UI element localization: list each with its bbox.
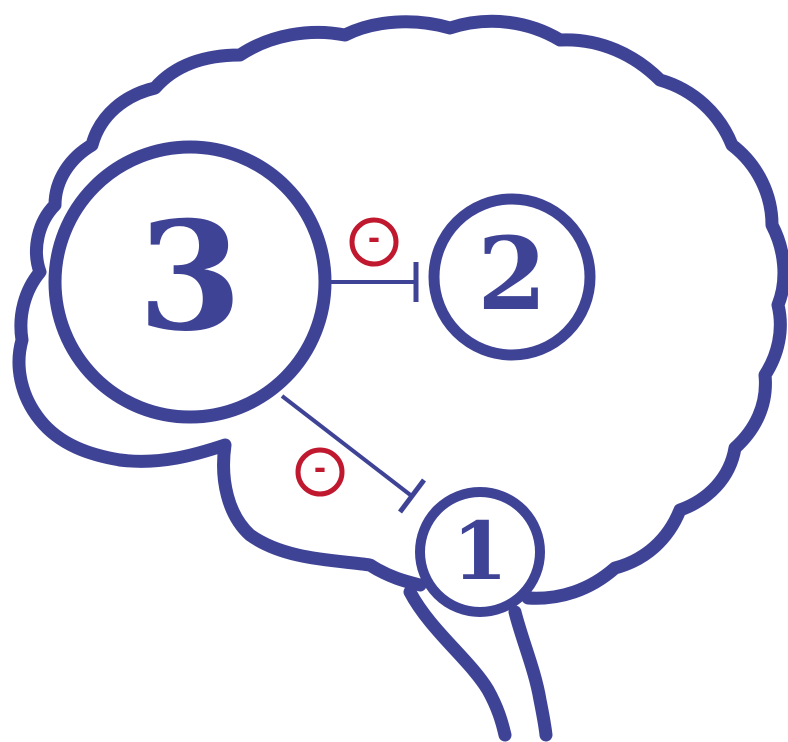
edge-3-to-1-bar xyxy=(400,480,424,512)
brainstem-right xyxy=(515,612,546,735)
node-3-label: 3 xyxy=(138,189,242,365)
node-2-label: 2 xyxy=(477,215,547,333)
inhibition-sign-3-1: - xyxy=(314,452,326,487)
node-1-label: 1 xyxy=(452,504,508,598)
inhibition-sign-3-2: - xyxy=(368,222,380,257)
